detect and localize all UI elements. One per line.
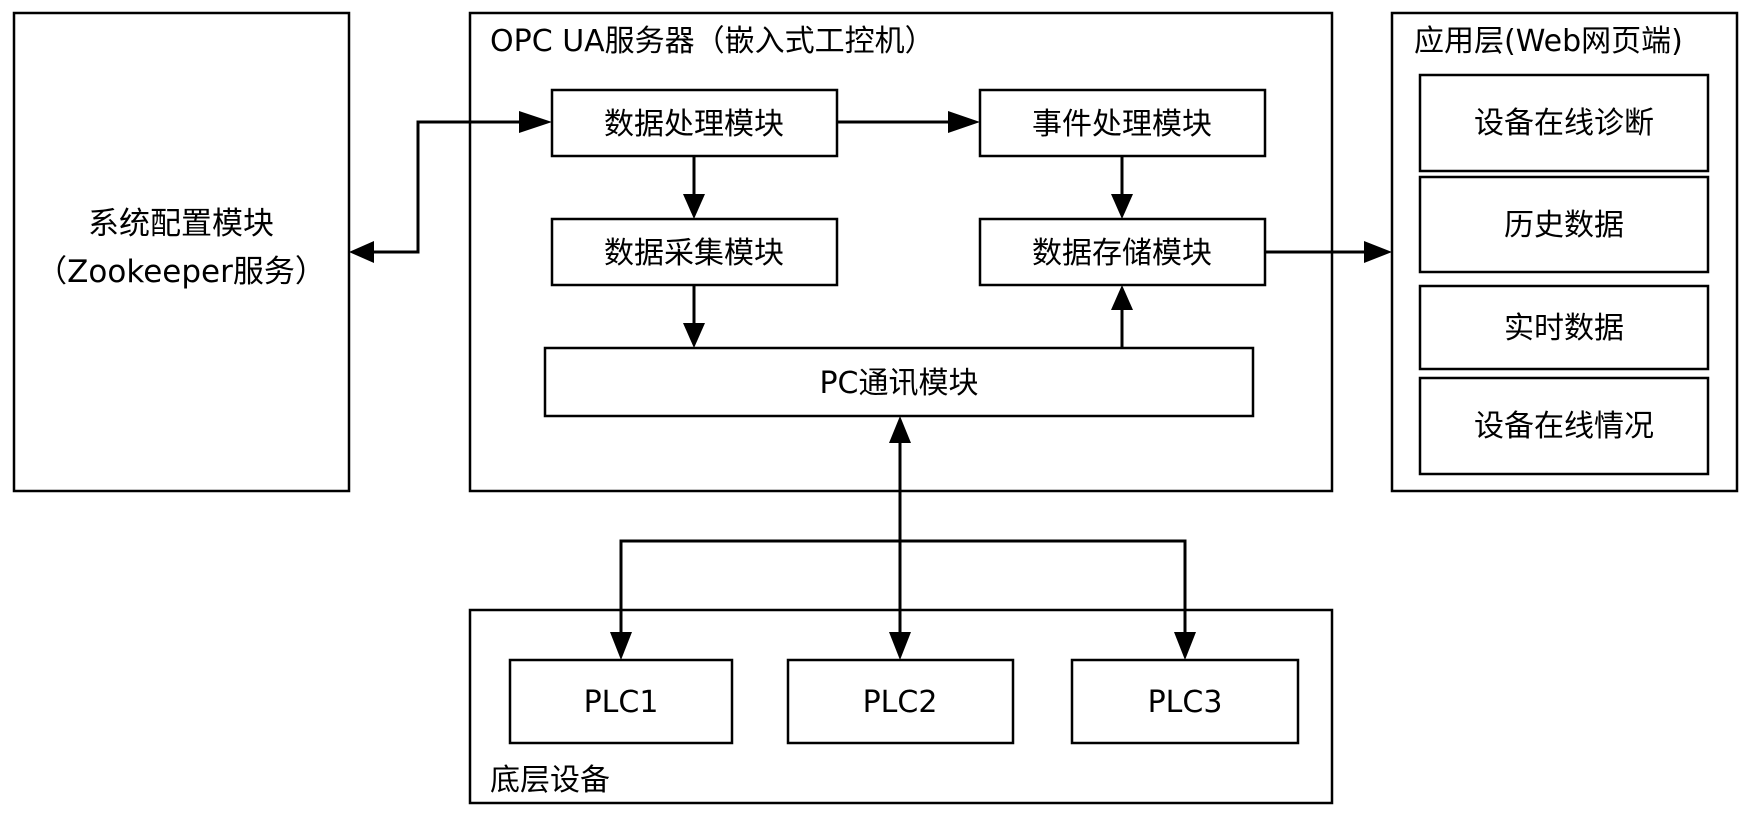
app-item-online-status xyxy=(1418,376,1710,476)
arrowhead-down-plc3 xyxy=(1174,632,1196,660)
app-item-history-data xyxy=(1418,175,1710,274)
config-module-line2: （Zookeeper服务） xyxy=(36,254,326,290)
plc2-label: PLC2 xyxy=(863,685,938,720)
config-module-line1: 系统配置模块 xyxy=(88,206,274,242)
pc-communication-module xyxy=(543,346,1255,418)
plc3-box xyxy=(1070,658,1300,745)
opc-server: OPC UA服务器（嵌入式工控机） 数据处理模块 事件处理模块 数据采集模块 数… xyxy=(468,11,1334,493)
connectors xyxy=(349,111,1392,660)
data-storage-label: 数据存储模块 xyxy=(1032,236,1212,271)
arrowhead-up-storage xyxy=(1111,285,1133,310)
app-item-label: 设备在线诊断 xyxy=(1474,106,1654,141)
config-module: 系统配置模块 （Zookeeper服务） xyxy=(12,11,351,493)
opc-server-title: OPC UA服务器（嵌入式工控机） xyxy=(490,24,935,59)
app-item-label: 实时数据 xyxy=(1504,311,1624,346)
application-layer-title: 应用层(Web网页端) xyxy=(1414,24,1683,59)
arrowhead-down-plc1 xyxy=(610,632,632,660)
data-acquisition-label: 数据采集模块 xyxy=(604,236,784,271)
plc-bus xyxy=(619,539,1187,634)
pc-communication-label: PC通讯模块 xyxy=(819,366,978,401)
application-layer: 应用层(Web网页端) 设备在线诊断 历史数据 实时数据 设备在线情况 xyxy=(1390,11,1739,493)
data-storage-module xyxy=(978,217,1267,287)
arrowhead-right-processing xyxy=(519,111,552,133)
event-processing-label: 事件处理模块 xyxy=(1032,107,1212,142)
arrowhead-up-communication xyxy=(889,416,911,443)
arrowhead-right-event xyxy=(948,111,980,133)
arrowhead-down-communication xyxy=(683,323,705,348)
arrowhead-down-plc2 xyxy=(889,632,911,660)
plc1-label: PLC1 xyxy=(584,685,659,720)
app-item-label: 设备在线情况 xyxy=(1474,409,1654,444)
app-item-label: 历史数据 xyxy=(1504,208,1624,243)
arrowhead-down-storage xyxy=(1111,194,1133,219)
data-processing-module xyxy=(550,88,839,158)
app-item-online-diagnosis xyxy=(1418,73,1710,173)
plc2-box xyxy=(786,658,1015,745)
config-processing-link xyxy=(372,120,521,254)
field-devices-title: 底层设备 xyxy=(490,763,610,798)
plc3-label: PLC3 xyxy=(1148,685,1223,720)
arrowhead-left-config xyxy=(349,241,374,263)
data-processing-label: 数据处理模块 xyxy=(604,107,784,142)
arrowhead-down-acquisition xyxy=(683,194,705,219)
config-module-box xyxy=(12,11,351,493)
event-processing-module xyxy=(978,88,1267,158)
app-item-realtime-data xyxy=(1418,284,1710,371)
arrowhead-right-application xyxy=(1364,241,1392,263)
